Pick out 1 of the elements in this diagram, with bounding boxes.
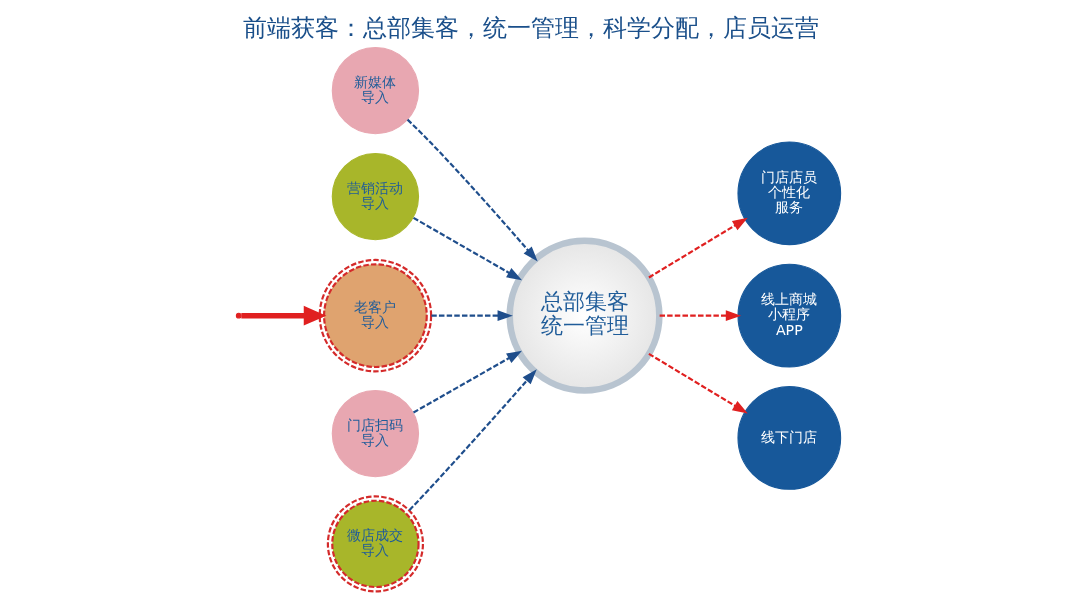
diagram-title: 前端获客：总部集客，统一管理，科学分配，店员运营 — [242, 14, 819, 43]
